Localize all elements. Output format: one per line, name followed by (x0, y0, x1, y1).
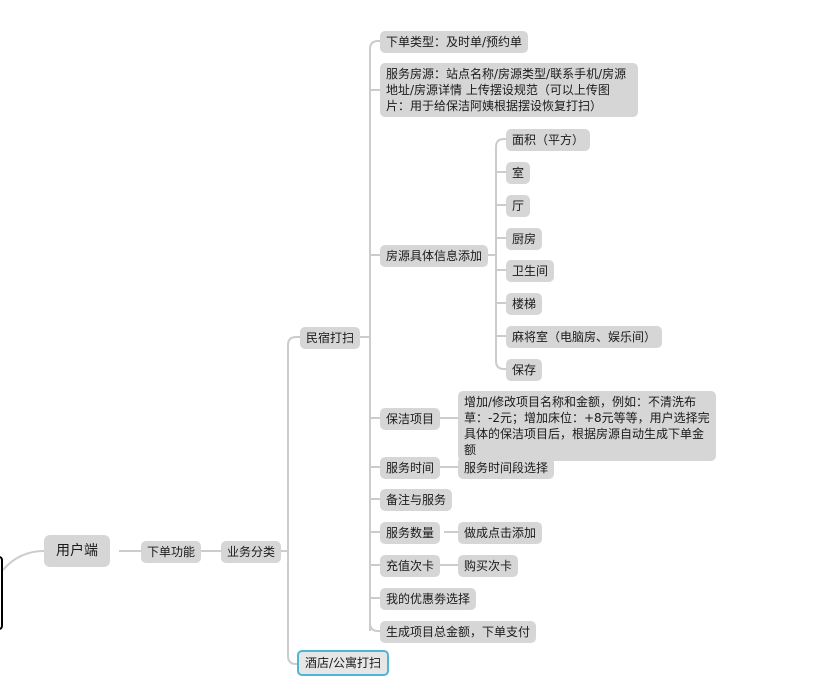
business-category-node[interactable]: 业务分类 (221, 541, 282, 563)
coupon-node[interactable]: 我的优惠劵选择 (380, 588, 477, 610)
service-quantity-detail-node[interactable]: 做成点击添加 (458, 522, 543, 544)
house-item-hall[interactable]: 厅 (506, 195, 531, 217)
remarks-node[interactable]: 备注与服务 (380, 489, 453, 511)
total-payment-node[interactable]: 生成项目总金额，下单支付 (380, 621, 537, 643)
order-type-node[interactable]: 下单类型：及时单/预约单 (380, 31, 529, 53)
recharge-card-detail-node[interactable]: 购买次卡 (458, 555, 519, 577)
house-item-bathroom[interactable]: 卫生间 (506, 260, 555, 282)
house-item-stairs[interactable]: 楼梯 (506, 293, 543, 315)
house-item-save[interactable]: 保存 (506, 359, 543, 381)
homestay-cleaning-node[interactable]: 民宿打扫 (300, 327, 361, 349)
house-item-room[interactable]: 室 (506, 162, 531, 184)
hotel-cleaning-node[interactable]: 酒店/公寓打扫 (297, 650, 390, 676)
house-item-kitchen[interactable]: 厨房 (506, 228, 543, 250)
cleaning-items-node[interactable]: 保洁项目 (380, 408, 441, 430)
service-time-detail-node[interactable]: 服务时间段选择 (458, 457, 555, 479)
offscreen-node-edge (0, 556, 3, 630)
house-info-node[interactable]: 房源具体信息添加 (380, 245, 489, 267)
service-source-node[interactable]: 服务房源：站点名称/房源类型/联系手机/房源地址/房源详情 上传摆设规范（可以上… (380, 63, 638, 117)
service-time-node[interactable]: 服务时间 (380, 457, 441, 479)
cleaning-items-detail-node[interactable]: 增加/修改项目名称和金额，例如：不清洗布草：-2元；增加床位：+8元等等，用户选… (458, 391, 716, 461)
order-function-node[interactable]: 下单功能 (141, 541, 202, 563)
house-item-mahjong-room[interactable]: 麻将室（电脑房、娱乐间） (506, 326, 663, 348)
service-quantity-node[interactable]: 服务数量 (380, 522, 441, 544)
root-node[interactable]: 用户端 (44, 535, 110, 567)
house-item-area[interactable]: 面积（平方） (506, 129, 591, 151)
recharge-card-node[interactable]: 充值次卡 (380, 555, 441, 577)
